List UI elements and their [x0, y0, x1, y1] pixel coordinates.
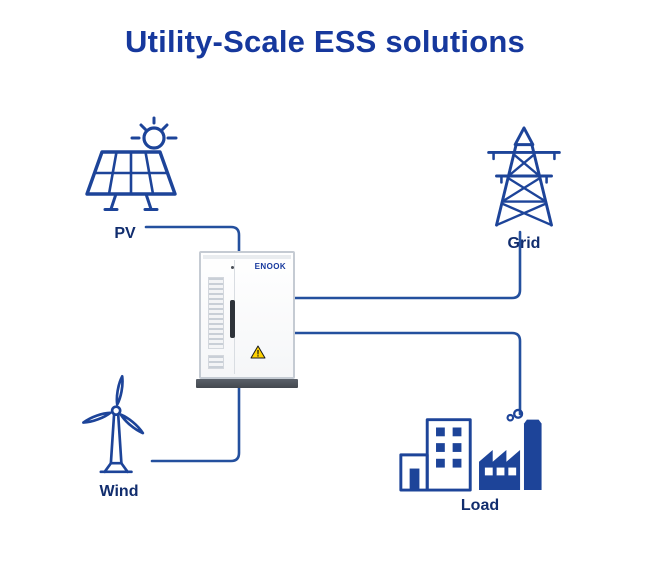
load-label: Load	[460, 497, 500, 514]
pv-label: PV	[114, 225, 136, 242]
cabinet-brand-logo: ENOOK	[254, 262, 286, 271]
node-pv: PV	[78, 116, 196, 243]
cabinet-door-handle	[230, 300, 235, 338]
connector-wind-to-ess	[150, 382, 241, 463]
cabinet-top-band	[203, 255, 291, 259]
wind-label: Wind	[99, 483, 139, 500]
solar-panel-icon	[85, 116, 178, 211]
node-load: Load	[396, 406, 564, 515]
warning-exclamation: !	[257, 348, 260, 358]
node-grid: Grid	[479, 124, 569, 253]
transmission-tower-icon	[487, 126, 561, 227]
page-title: Utility-Scale ESS solutions	[125, 24, 525, 59]
cabinet-vent-grille	[208, 277, 224, 349]
warning-triangle-icon: !	[250, 345, 266, 359]
cabinet-lock-dot	[231, 266, 234, 269]
wind-turbine-icon	[82, 374, 145, 474]
cabinet-vent-grille-lower	[208, 355, 224, 369]
node-wind: Wind	[76, 372, 162, 501]
factory-icon	[399, 408, 542, 492]
cabinet-base	[196, 379, 298, 388]
cabinet-body: ENOOK !	[199, 251, 295, 379]
connector-grid-to-ess	[293, 230, 522, 300]
ess-cabinet: ENOOK !	[196, 251, 298, 388]
connector-pv-to-ess	[144, 225, 241, 253]
grid-label: Grid	[507, 235, 541, 252]
connector-load-to-ess	[293, 331, 522, 416]
